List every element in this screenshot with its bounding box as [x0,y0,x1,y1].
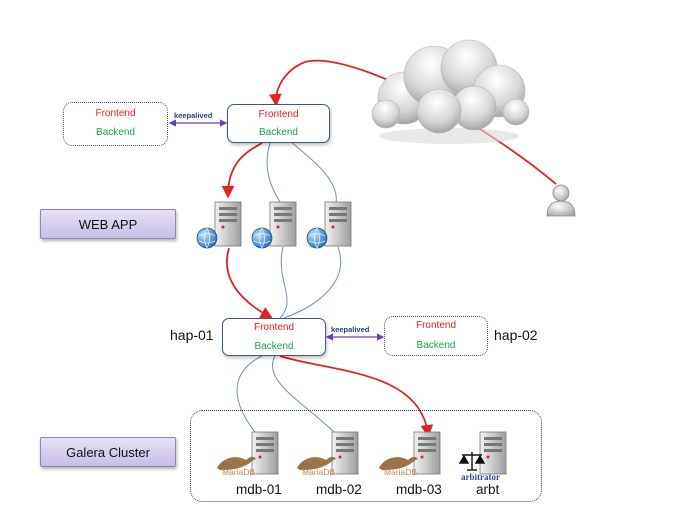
mariadb-server-icon [217,431,279,475]
link-lb-to-web3 [289,140,337,205]
hap-02-label: hap-02 [494,327,538,343]
scales-icon [458,452,486,471]
frontend-label: Frontend [253,322,295,333]
link-hap-to-mdb02 [272,355,335,433]
web-app-section-label: WEB APP [40,209,176,239]
web-server-icon [251,201,297,249]
link-hap-to-mdb01 [236,355,263,433]
user-icon [546,184,576,217]
arbitrator-logo-text: arbitrator [461,472,500,482]
galera-cluster-boundary [190,410,542,502]
backend-label: Backend [254,341,294,352]
frontend-label: Frontend [258,109,299,120]
lb-secondary-top: Frontend Backend [63,102,168,146]
link-web2-to-hap [279,246,288,319]
cloud-icon [371,39,530,144]
request-path-lb-to-web1 [221,142,263,199]
frontend-label: Frontend [415,320,457,331]
backend-label: Backend [259,127,298,138]
galera-cluster-section-label: Galera Cluster [40,437,176,467]
web-server-icon [306,201,352,249]
mdb-01-label: mdb-01 [236,482,282,497]
lb-primary-top: Frontend Backend [227,104,330,143]
lb-hap-01: Frontend Backend [222,318,326,356]
link-web3-to-hap [283,246,342,319]
mdb-02-label: mdb-02 [316,482,362,497]
frontend-label: Frontend [95,108,136,119]
keepalived-label-bottom: keepalived [331,325,370,334]
arbt-label: arbt [476,482,500,497]
mdb-03-label: mdb-03 [396,482,442,497]
link-lb-to-web2 [266,142,283,206]
mariadb-logo-text: MariaDB [384,467,418,477]
backend-label: Backend [96,127,135,138]
arbitrator-server-icon [458,431,507,475]
lb-hap-02: Frontend Backend [384,316,488,356]
keepalived-label-top: keepalived [174,111,213,120]
backend-label: Backend [416,340,456,351]
request-path-hap-to-mdb03 [279,355,434,438]
hap-01-label: hap-01 [170,327,214,343]
mariadb-server-icon [379,431,441,475]
web-server-icon [196,201,242,249]
mariadb-logo-text: MariaDB [222,467,256,477]
mariadb-server-icon [297,431,359,475]
mariadb-logo-text: MariaDB [302,467,336,477]
request-path-web1-to-hap [226,247,274,319]
